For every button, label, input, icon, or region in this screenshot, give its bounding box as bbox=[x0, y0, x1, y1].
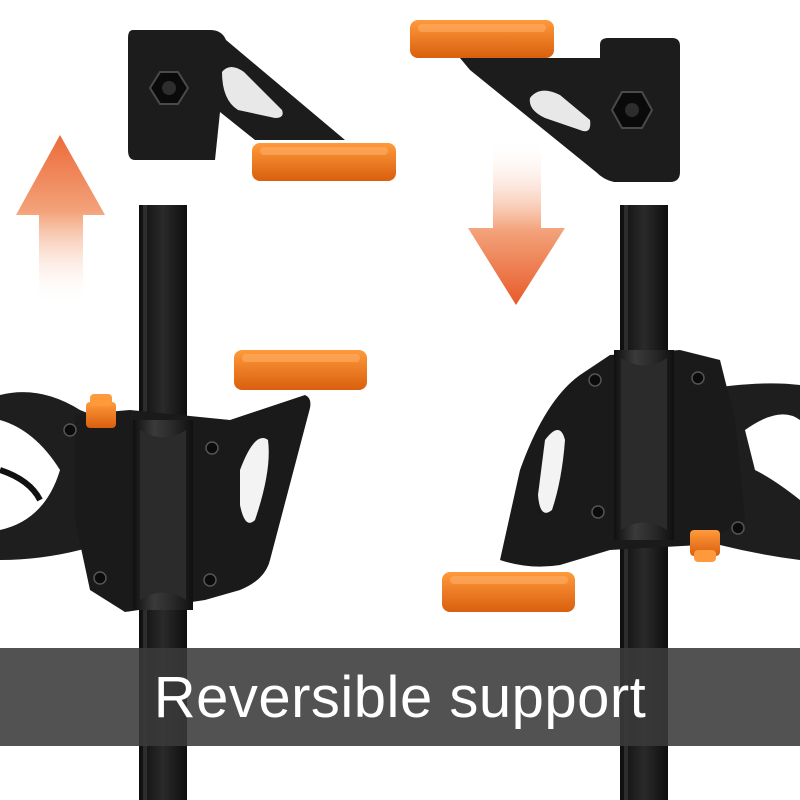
left-clamp bbox=[0, 30, 396, 800]
left-top-jaw bbox=[128, 30, 396, 181]
caption-banner: Reversible support bbox=[0, 648, 800, 746]
down-arrow-icon bbox=[468, 140, 565, 305]
right-top-jaw bbox=[410, 20, 680, 182]
up-arrow-icon bbox=[16, 135, 105, 305]
caption-text: Reversible support bbox=[153, 664, 647, 730]
